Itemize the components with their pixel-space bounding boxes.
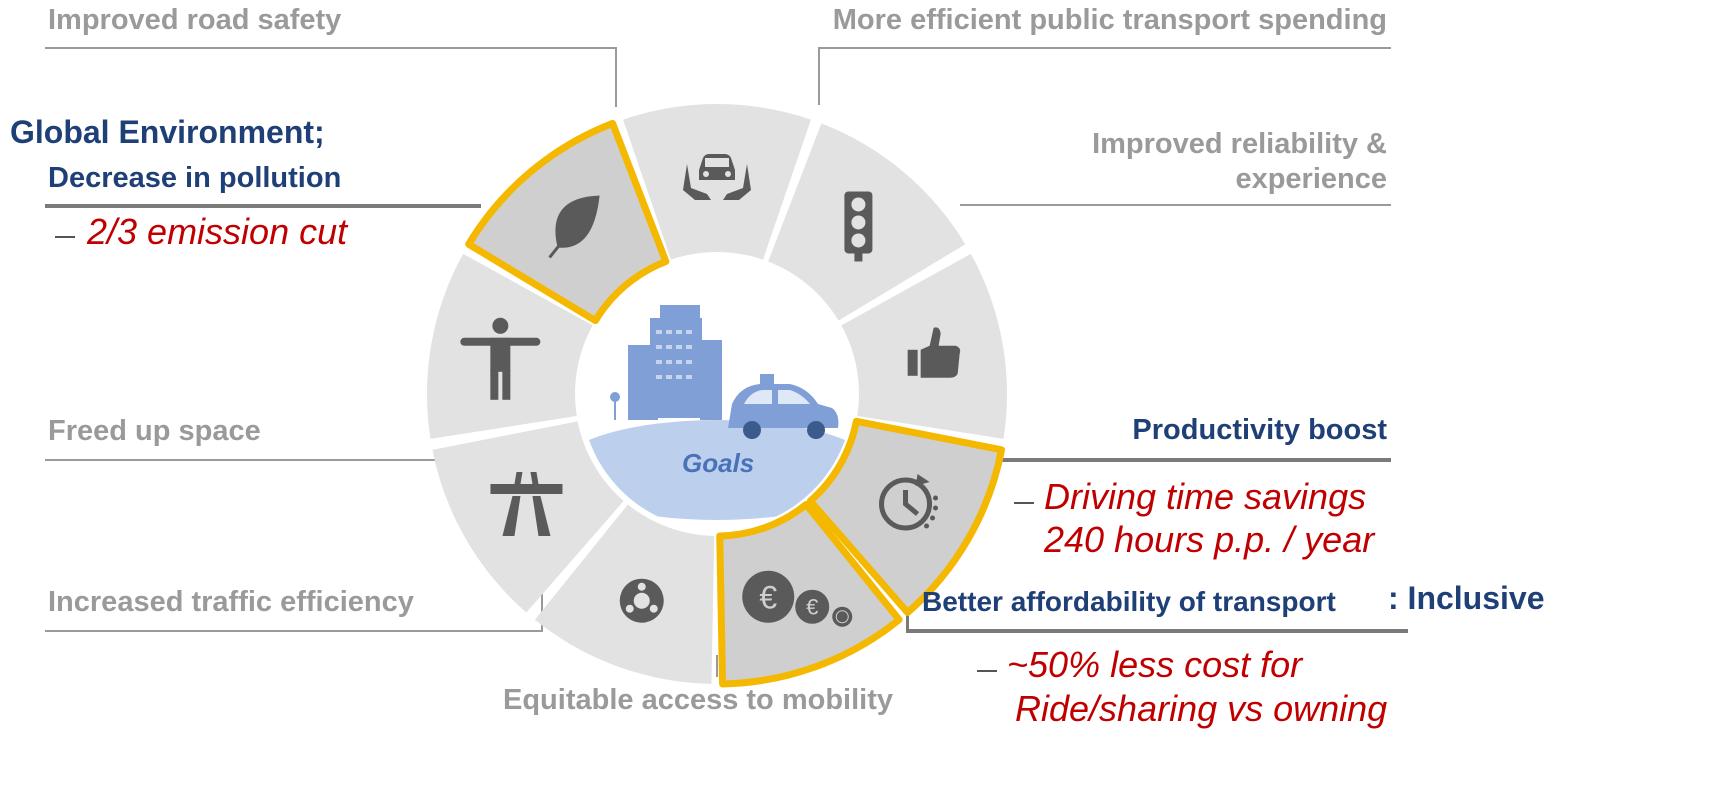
sharing-icon <box>619 578 664 623</box>
cost-line2: Ride/sharing vs owning <box>1015 688 1388 729</box>
emission-bullet-dash <box>55 236 75 238</box>
road-safety-connector <box>615 47 617 107</box>
clock-icon <box>879 474 939 531</box>
traffic-underline <box>45 630 542 632</box>
cost-bullet-dash <box>977 670 997 672</box>
center-goals-label: Goals <box>682 448 755 478</box>
segment-freed-space <box>427 253 593 439</box>
pollution-label: Decrease in pollution <box>48 162 342 194</box>
self-driving-car-icon <box>728 374 839 439</box>
road-safety-label: Improved road safety <box>48 4 342 36</box>
wheel-segments: €€ <box>427 104 1007 688</box>
segment-affordability: €€ <box>716 501 903 688</box>
inclusive-label: : Inclusive <box>1388 580 1545 616</box>
public-transport-label: More efficient public transport spending <box>832 4 1387 36</box>
euro-coins-icon: €€ <box>742 570 853 627</box>
driving-savings-line2: 240 hours p.p. / year <box>1044 519 1375 560</box>
equitable-connector <box>716 655 718 677</box>
reliability-label-line1: Improved reliability & <box>1092 128 1387 160</box>
global-environment-label: Global Environment; <box>10 114 325 150</box>
center-goals-graphic <box>579 256 855 532</box>
cost-line1: ~50% less cost for <box>1007 644 1303 685</box>
segment-road-safety-shape <box>623 104 811 260</box>
segment-productivity-shape <box>806 417 1006 617</box>
svg-text:€: € <box>806 595 818 620</box>
segment-traffic-efficiency-shape <box>432 421 624 613</box>
productivity-label: Productivity boost <box>1132 414 1387 446</box>
buildings-icon <box>610 305 722 420</box>
affordability-underline <box>906 629 1408 633</box>
road-safety-underline <box>45 47 617 49</box>
segment-productivity <box>806 417 1006 617</box>
svg-text:€: € <box>759 580 777 616</box>
reliability-label-line2: experience <box>1235 163 1387 195</box>
driving-bullet-dash <box>1014 502 1034 504</box>
segment-traffic-light <box>768 123 966 321</box>
freed-space-label: Freed up space <box>48 415 261 447</box>
segment-environment <box>465 119 670 325</box>
traffic-efficiency-label: Increased traffic efficiency <box>48 586 414 618</box>
affordability-label: Better affordability of transport <box>922 586 1336 617</box>
segment-traffic-efficiency <box>432 421 624 613</box>
freed-space-underline <box>45 459 455 461</box>
segment-reliability <box>841 253 1007 439</box>
highway-icon <box>490 472 563 536</box>
productivity-underline <box>990 458 1391 462</box>
driving-savings-line1: Driving time savings <box>1044 476 1367 517</box>
car-hands-icon <box>683 154 751 200</box>
reliability-underline <box>960 204 1391 206</box>
public-transport-connector <box>818 47 820 105</box>
segment-equitable-access <box>534 504 715 684</box>
segment-reliability-shape <box>841 253 1007 439</box>
thumbs-up-icon <box>907 327 961 378</box>
emission-cut-text: 2/3 emission cut <box>87 211 348 252</box>
ground-ellipse <box>581 420 853 520</box>
traffic-light-icon <box>844 191 873 262</box>
segment-road-safety <box>623 104 811 260</box>
public-transport-underline <box>818 47 1391 49</box>
leaf-icon <box>548 195 600 259</box>
person-icon <box>460 317 541 400</box>
pollution-underline <box>45 204 481 208</box>
equitable-access-label: Equitable access to mobility <box>503 684 893 716</box>
